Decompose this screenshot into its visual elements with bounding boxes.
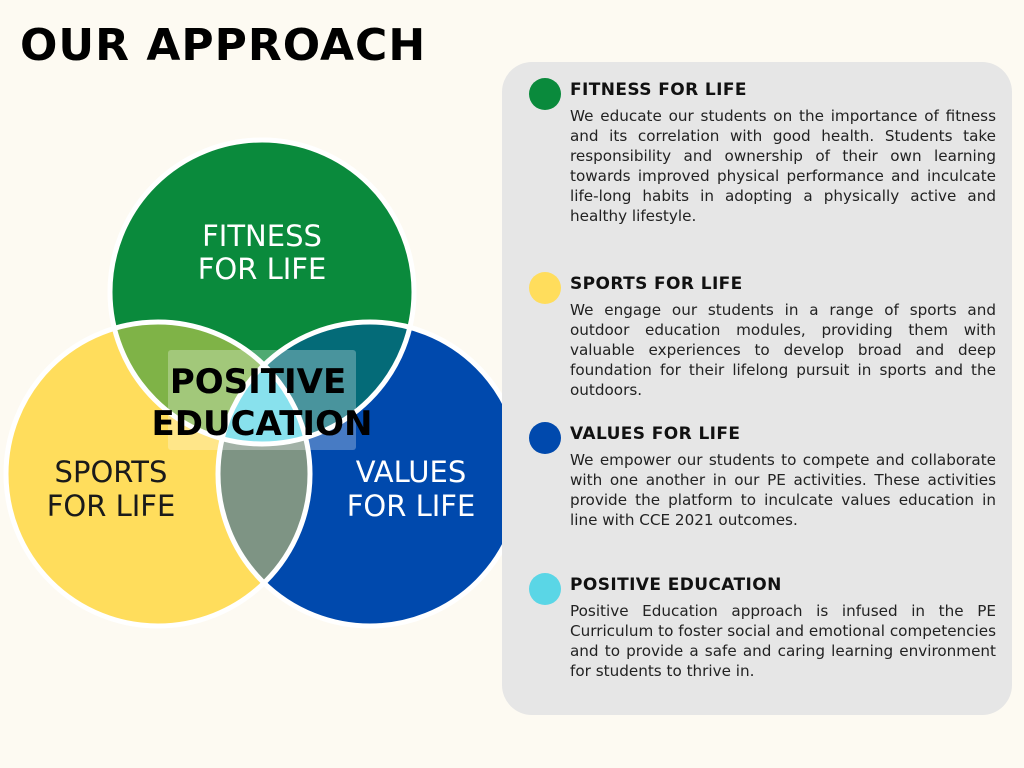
values-label-line2: FOR LIFE (347, 489, 476, 523)
descriptions-panel: FITNESS FOR LIFE We educate our students… (502, 62, 1012, 715)
fitness-label-line2: FOR LIFE (198, 252, 327, 286)
description-title: VALUES FOR LIFE (570, 424, 741, 444)
venn-diagram: FITNESS FOR LIFE SPORTS FOR LIFE VALUES … (3, 137, 525, 629)
sports-label-line2: FOR LIFE (47, 489, 176, 523)
sports-label-line1: SPORTS (55, 455, 168, 489)
center-label-highlight (168, 350, 356, 450)
description-title: SPORTS FOR LIFE (570, 274, 743, 294)
venn-overlap-fitness-sports (110, 322, 310, 444)
positive-color-dot (529, 573, 561, 605)
center-label-line1: POSITIVE (170, 362, 346, 402)
center-label-line2: EDUCATION (152, 404, 373, 444)
description-body: We engage our students in a range of spo… (570, 301, 996, 399)
sports-color-dot (529, 272, 561, 304)
description-title: POSITIVE EDUCATION (570, 575, 782, 595)
values-label-line1: VALUES (356, 455, 467, 489)
fitness-label-line1: FITNESS (202, 219, 322, 253)
venn-overlap-fitness-values (218, 322, 414, 444)
page-title: OUR APPROACH (20, 20, 427, 71)
fitness-color-dot (529, 78, 561, 110)
description-body: Positive Education approach is infused i… (570, 602, 996, 680)
description-title: FITNESS FOR LIFE (570, 80, 747, 100)
description-body: We educate our students on the importanc… (570, 107, 996, 225)
description-body: We empower our students to compete and c… (570, 451, 996, 529)
values-color-dot (529, 422, 561, 454)
